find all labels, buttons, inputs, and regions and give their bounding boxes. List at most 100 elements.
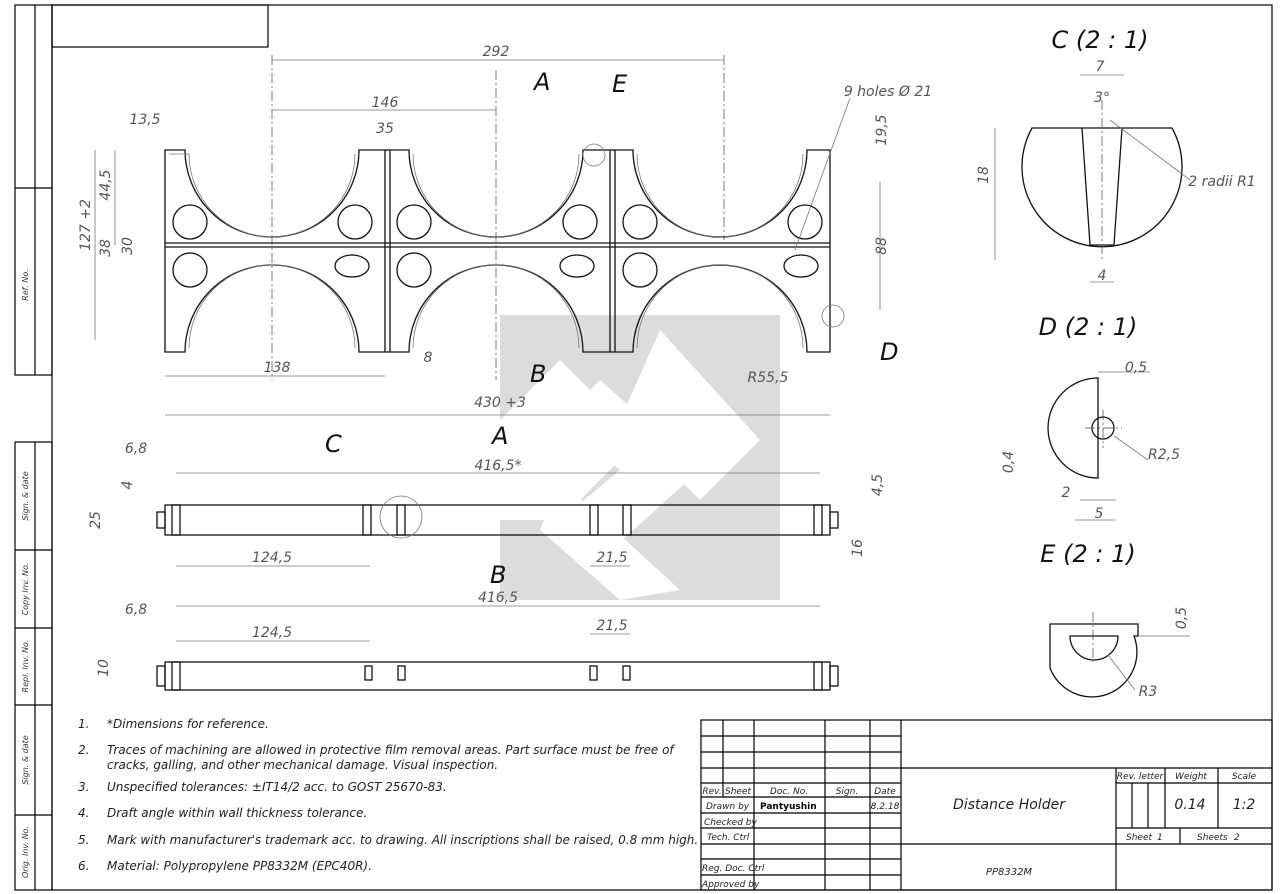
dim-44-5: 44,5 [98,169,114,200]
note-number: 4. [78,806,89,820]
checked-by-label: Checked by [704,818,758,828]
note-text: Draft angle within wall thickness tolera… [107,806,367,820]
detail-d-marker [821,304,845,328]
scale-value: 1:2 [1233,797,1256,813]
detail-c-view: C (2 : 1) 7 3° 18 4 2 radii R1 [976,26,1256,284]
top-left-box [51,4,269,48]
ref-no-label: Ref. No. [21,269,30,301]
detail-c-title: C (2 : 1) [1052,26,1149,54]
dim-r55-5: R55,5 [748,370,789,386]
drawn-by-name: Pantyushin [760,802,817,812]
note-text: Material: Polypropylene PP8332M (EPC40R)… [107,859,372,873]
dim-124-5: 124,5 [252,550,292,566]
note-text: *Dimensions for reference. [107,717,269,731]
date-header: Date [874,787,896,797]
note-number: 6. [78,859,89,873]
view-a-title: A [490,422,508,450]
watermark-logo [500,315,780,600]
material-code: PP8332M [986,867,1033,878]
sheet-header: Sheet [725,787,751,797]
dim-7: 7 [1096,59,1105,75]
orig-inv-no-label: Orig. Inv. No. [21,826,30,878]
dim-146: 146 [372,95,399,111]
dim-19-5: 19,5 [874,114,890,145]
rev-header: Rev. [702,787,721,797]
note-text: Mark with manufacturer's trademark acc. … [107,833,698,847]
dim-4: 4 [1098,268,1107,284]
scale-label: Scale [1232,772,1257,782]
note-number: 2. [78,743,89,757]
detail-d-label: D [880,338,898,366]
drawing-title: Distance Holder [953,797,1066,813]
repl-inv-no-label: Repl. Inv. No. [21,640,30,693]
note-number: 1. [78,717,89,731]
dim-2-radii-r1: 2 radii R1 [1188,174,1255,190]
drawn-date: 8.2.18 [871,802,900,812]
dim-127: 127 +2 [78,199,94,251]
dim-21-5: 21,5 [596,550,627,566]
reg-doc-ctrl-label: Reg. Doc. Ctrl [702,864,765,874]
dim-13-5: 13,5 [129,112,160,128]
dim-416-5: 416,5* [474,458,521,474]
section-a-label: A [532,68,550,96]
weight-value: 0.14 [1174,797,1205,813]
dim-35: 35 [376,121,394,137]
dim-10: 10 [96,659,112,677]
dim-4-5: 4,5 [870,474,886,496]
drawn-by-label: Drawn by [706,802,750,812]
dim-0-4: 0,4 [1001,451,1017,473]
rev-letter-label: Rev. letter [1117,772,1165,782]
dim-2: 2 [1062,485,1071,501]
dim-292: 292 [483,44,510,60]
dim-430: 430 +3 [474,395,526,411]
dim-3-deg: 3° [1094,90,1110,106]
dim-416-5: 416,5 [478,590,518,606]
sheet-number: 1 [1157,833,1163,843]
left-strip: Ref. No. Sign. & date Copy Inv. No. Repl… [14,4,53,891]
dim-21-5: 21,5 [596,618,627,634]
dim-88: 88 [874,237,890,255]
dim-0-5: 0,5 [1125,360,1147,376]
dim-30: 30 [120,237,136,255]
detail-e-view: E (2 : 1) 0,5 R3 [1040,540,1190,700]
dim-r3: R3 [1139,684,1158,700]
dim-4: 4 [120,481,136,490]
dim-25: 25 [88,511,104,529]
dim-r2-5: R2,5 [1148,447,1180,463]
note-number: 3. [78,780,89,794]
sheet-label: Sheet [1126,833,1152,843]
detail-d-title: D (2 : 1) [1039,313,1138,341]
sign-header: Sign. [836,787,859,797]
top-view: 292 146 35 13,5 44,5 127 +2 38 30 138 8 … [78,44,932,450]
dim-5: 5 [1095,506,1104,522]
view-a: C 6,8 416,5* 4 25 124,5 21,5 4,5 16 B [88,430,886,589]
detail-c-marker [379,495,423,539]
note-text: Unspecified tolerances: ±IT14/2 acc. to … [107,780,447,794]
detail-e-marker [582,143,606,167]
dim-6-8: 6,8 [125,602,147,618]
weight-label: Weight [1175,772,1207,782]
dim-8: 8 [424,350,433,366]
sign-date-label: Sign. & date [21,735,30,784]
dim-6-8: 6,8 [125,441,147,457]
note-text: Traces of machining are allowed in prote… [107,743,675,757]
copy-inv-no-label: Copy Inv. No. [21,563,30,616]
dim-38: 38 [98,239,114,257]
title-block: Rev. Sheet Doc. No. Sign. Date Drawn by … [700,719,1273,891]
doc-no-header: Doc. No. [770,787,808,797]
sign-date-label: Sign. & date [21,471,30,520]
detail-c-label: C [325,430,342,458]
dim-124-5: 124,5 [252,625,292,641]
section-b-label: B [530,360,546,388]
detail-e-title: E (2 : 1) [1040,540,1135,568]
detail-e-label: E [612,70,628,98]
dim-18: 18 [976,166,992,184]
detail-d-view: D (2 : 1) 0,5 0,4 R2,5 2 5 [1001,313,1180,522]
technical-notes: 1. *Dimensions for reference. 2. Traces … [78,717,698,873]
view-b-title: B [490,561,506,589]
view-b: 6,8 416,5 124,5 21,5 10 [96,590,839,691]
approved-by-label: Approved by [701,880,760,890]
note-text: cracks, galling, and other mechanical da… [107,758,498,772]
sheets-label: Sheets [1197,833,1228,843]
